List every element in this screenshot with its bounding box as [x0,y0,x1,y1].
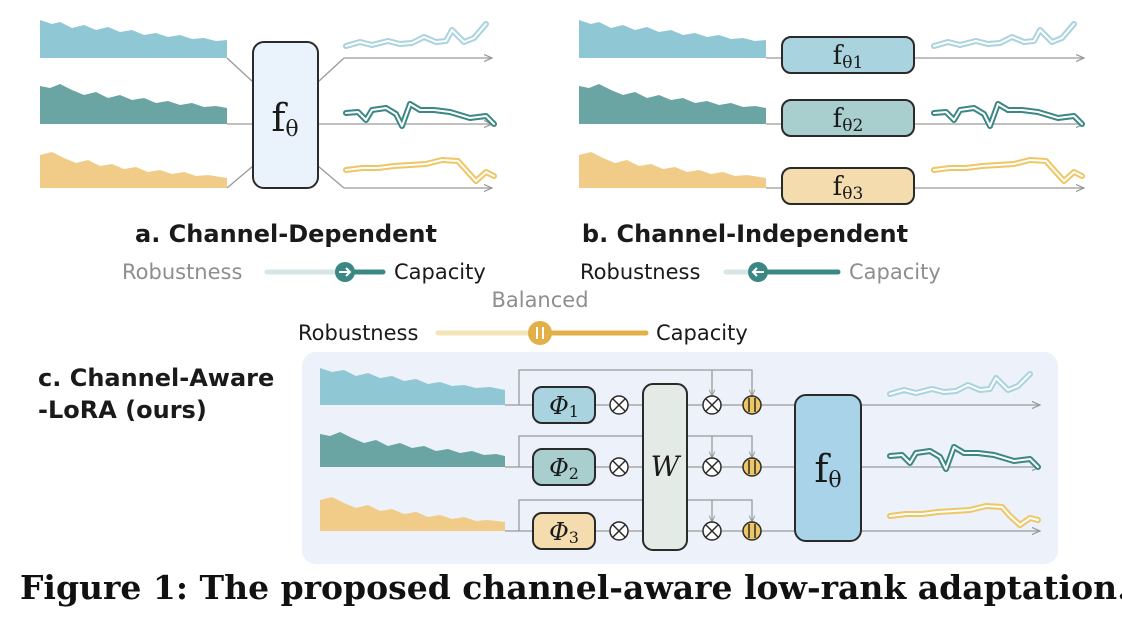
panel-a-connectors [226,58,492,188]
panel-c-shared-w-box [642,383,688,551]
panel-c-outputs [887,371,1041,528]
panel-c-shared-w-label: W [651,450,682,483]
panel-c-adapter-label-3-base: Φ [549,518,569,546]
panel-a-slider-left: Robustness [122,260,242,284]
panel-c-model-label: fθ [814,447,841,493]
panel-c-adapter-box-2 [532,448,596,486]
panel-c-adapter-label-3: Φ3 [549,518,579,547]
panel-a-input-series-3 [40,152,227,188]
panel-c-slider-right: Capacity [656,321,748,345]
panel-b-model-label-1-sub: θ1 [842,53,863,73]
panel-c-input-series-1 [320,368,505,405]
panel-b-model-label-1-base: f [833,41,845,71]
panel-c-model-label-base: f [814,447,831,491]
panel-a: fθ a. Channel-Dependent Robustness Capac… [40,20,497,284]
panel-c-input-series-2 [320,432,505,467]
panel-c-adapter-label-2-sub: 2 [569,464,579,483]
panel-c-adapter-label-2-base: Φ [549,454,569,482]
panel-c-adapter-box-3 [532,512,596,550]
panel-c-slider-top: Balanced [491,288,588,312]
panel-c-merge-ops [742,395,762,541]
panel-b-model-label-3-sub: θ3 [842,184,863,204]
panel-c-input-series-3 [320,497,505,531]
panel-b-model-box-1 [781,36,915,74]
panel-c-multiply-ops-right [702,395,722,541]
panel-c-model-box [794,394,862,542]
merge-icon [742,395,762,415]
panel-a-output-1 [343,21,489,49]
panel-b-input-series-2 [579,84,766,124]
panel-a-model-label: fθ [271,96,298,142]
panel-a-title: a. Channel-Dependent [135,220,437,248]
panel-b-slider-right: Capacity [849,260,941,284]
panel-b-outputs [931,21,1085,184]
panel-b-model-label-1: fθ1 [833,41,864,73]
panel-c-adapter-label-1-base: Φ [549,392,569,420]
panel-b: fθ1 fθ2 fθ3 b. Channel-Independent Robus… [579,20,1085,284]
panel-c-multiply-ops-left [609,395,629,541]
panel-c-adapter-box-1 [532,386,596,424]
panel-a-outputs [343,21,497,184]
panel-a-model-box [252,41,319,189]
panel-c: Balanced Robustness Capacity c. Channel-… [38,288,1058,564]
panel-c-model-label-sub: θ [828,468,841,493]
panel-b-input-series-1 [579,20,766,58]
panel-b-output-1 [931,21,1077,49]
panel-b-slider-left: Robustness [580,260,700,284]
panel-c-slider-knob[interactable] [528,321,552,345]
panel-b-model-box-2 [781,99,915,137]
panel-b-model-label-2-sub: θ2 [842,116,863,136]
panel-b-input-series-3 [579,152,766,188]
panel-b-model-label-2: fθ2 [833,104,864,136]
panel-c-adapter-label-2: Φ2 [549,454,579,483]
merge-icon [742,457,762,477]
panel-a-input-series-2 [40,84,227,124]
figure-caption: Figure 1: The proposed channel-aware low… [20,568,1122,607]
panel-b-model-label-3: fθ3 [833,172,864,204]
panel-c-adapter-label-1-sub: 1 [569,402,579,421]
merge-icon [742,521,762,541]
panel-a-input-series-1 [40,20,227,58]
panel-b-model-box-3 [781,167,915,205]
panel-a-model-label-base: f [271,96,288,140]
panel-b-model-label-2-base: f [833,104,845,134]
panel-c-adapter-label-1: Φ1 [549,392,579,421]
panel-b-model-label-3-base: f [833,172,845,202]
panel-c-slider-left: Robustness [298,321,418,345]
panel-c-adapter-label-3-sub: 3 [569,528,579,547]
panel-c-title-line2: -LoRA (ours) [38,396,207,424]
panel-a-model-label-sub: θ [285,117,298,142]
panel-c-title-line1: c. Channel-Aware [38,364,274,392]
panel-b-title: b. Channel-Independent [582,220,908,248]
panel-a-slider-right: Capacity [394,260,486,284]
